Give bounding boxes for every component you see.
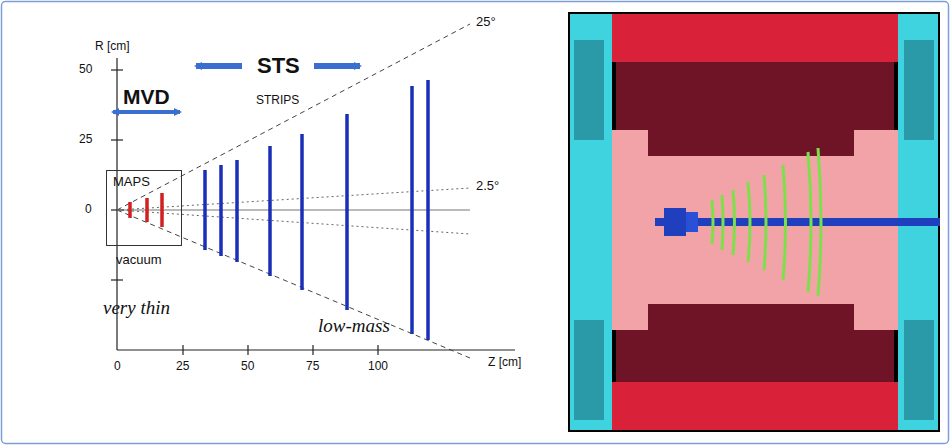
detector-name: MVD (123, 86, 170, 107)
sts-right-arrow (314, 63, 360, 69)
cone-25-lower (117, 210, 470, 358)
detector-name: STS (257, 55, 300, 77)
axis-title: R [cm] (95, 40, 130, 52)
sts-stations (205, 80, 428, 340)
part-label: STRIPS (256, 94, 299, 106)
mvd-range-arrow (113, 110, 180, 114)
detector-render (568, 12, 940, 432)
tick-label: 25 (176, 360, 189, 372)
box-title: MAPS (107, 171, 156, 192)
note-label: vacuum (116, 253, 162, 266)
note-label: low-mass (318, 316, 390, 335)
tick-label: 50 (79, 63, 92, 75)
tick-label: 0 (114, 360, 121, 372)
tick-label: 0 (85, 203, 92, 215)
tick-label: 75 (306, 360, 319, 372)
axis-title: Z [cm] (488, 356, 521, 368)
tick-label: 50 (241, 360, 254, 372)
angle-label: 25° (476, 15, 496, 28)
tick-label: 100 (368, 360, 388, 372)
cone-25-upper (117, 24, 470, 210)
cone-2-5-lower (117, 210, 470, 234)
sts-left-arrow (196, 63, 242, 69)
tick-label: 25 (79, 133, 92, 145)
cone-2-5-upper (117, 188, 470, 210)
z-axis (117, 349, 515, 350)
beam-axis (117, 209, 470, 210)
mvd-box: MAPS (106, 170, 182, 246)
mvd-stations (130, 193, 162, 227)
note-label: very thin (103, 298, 170, 317)
angle-label: 2.5° (476, 179, 499, 192)
